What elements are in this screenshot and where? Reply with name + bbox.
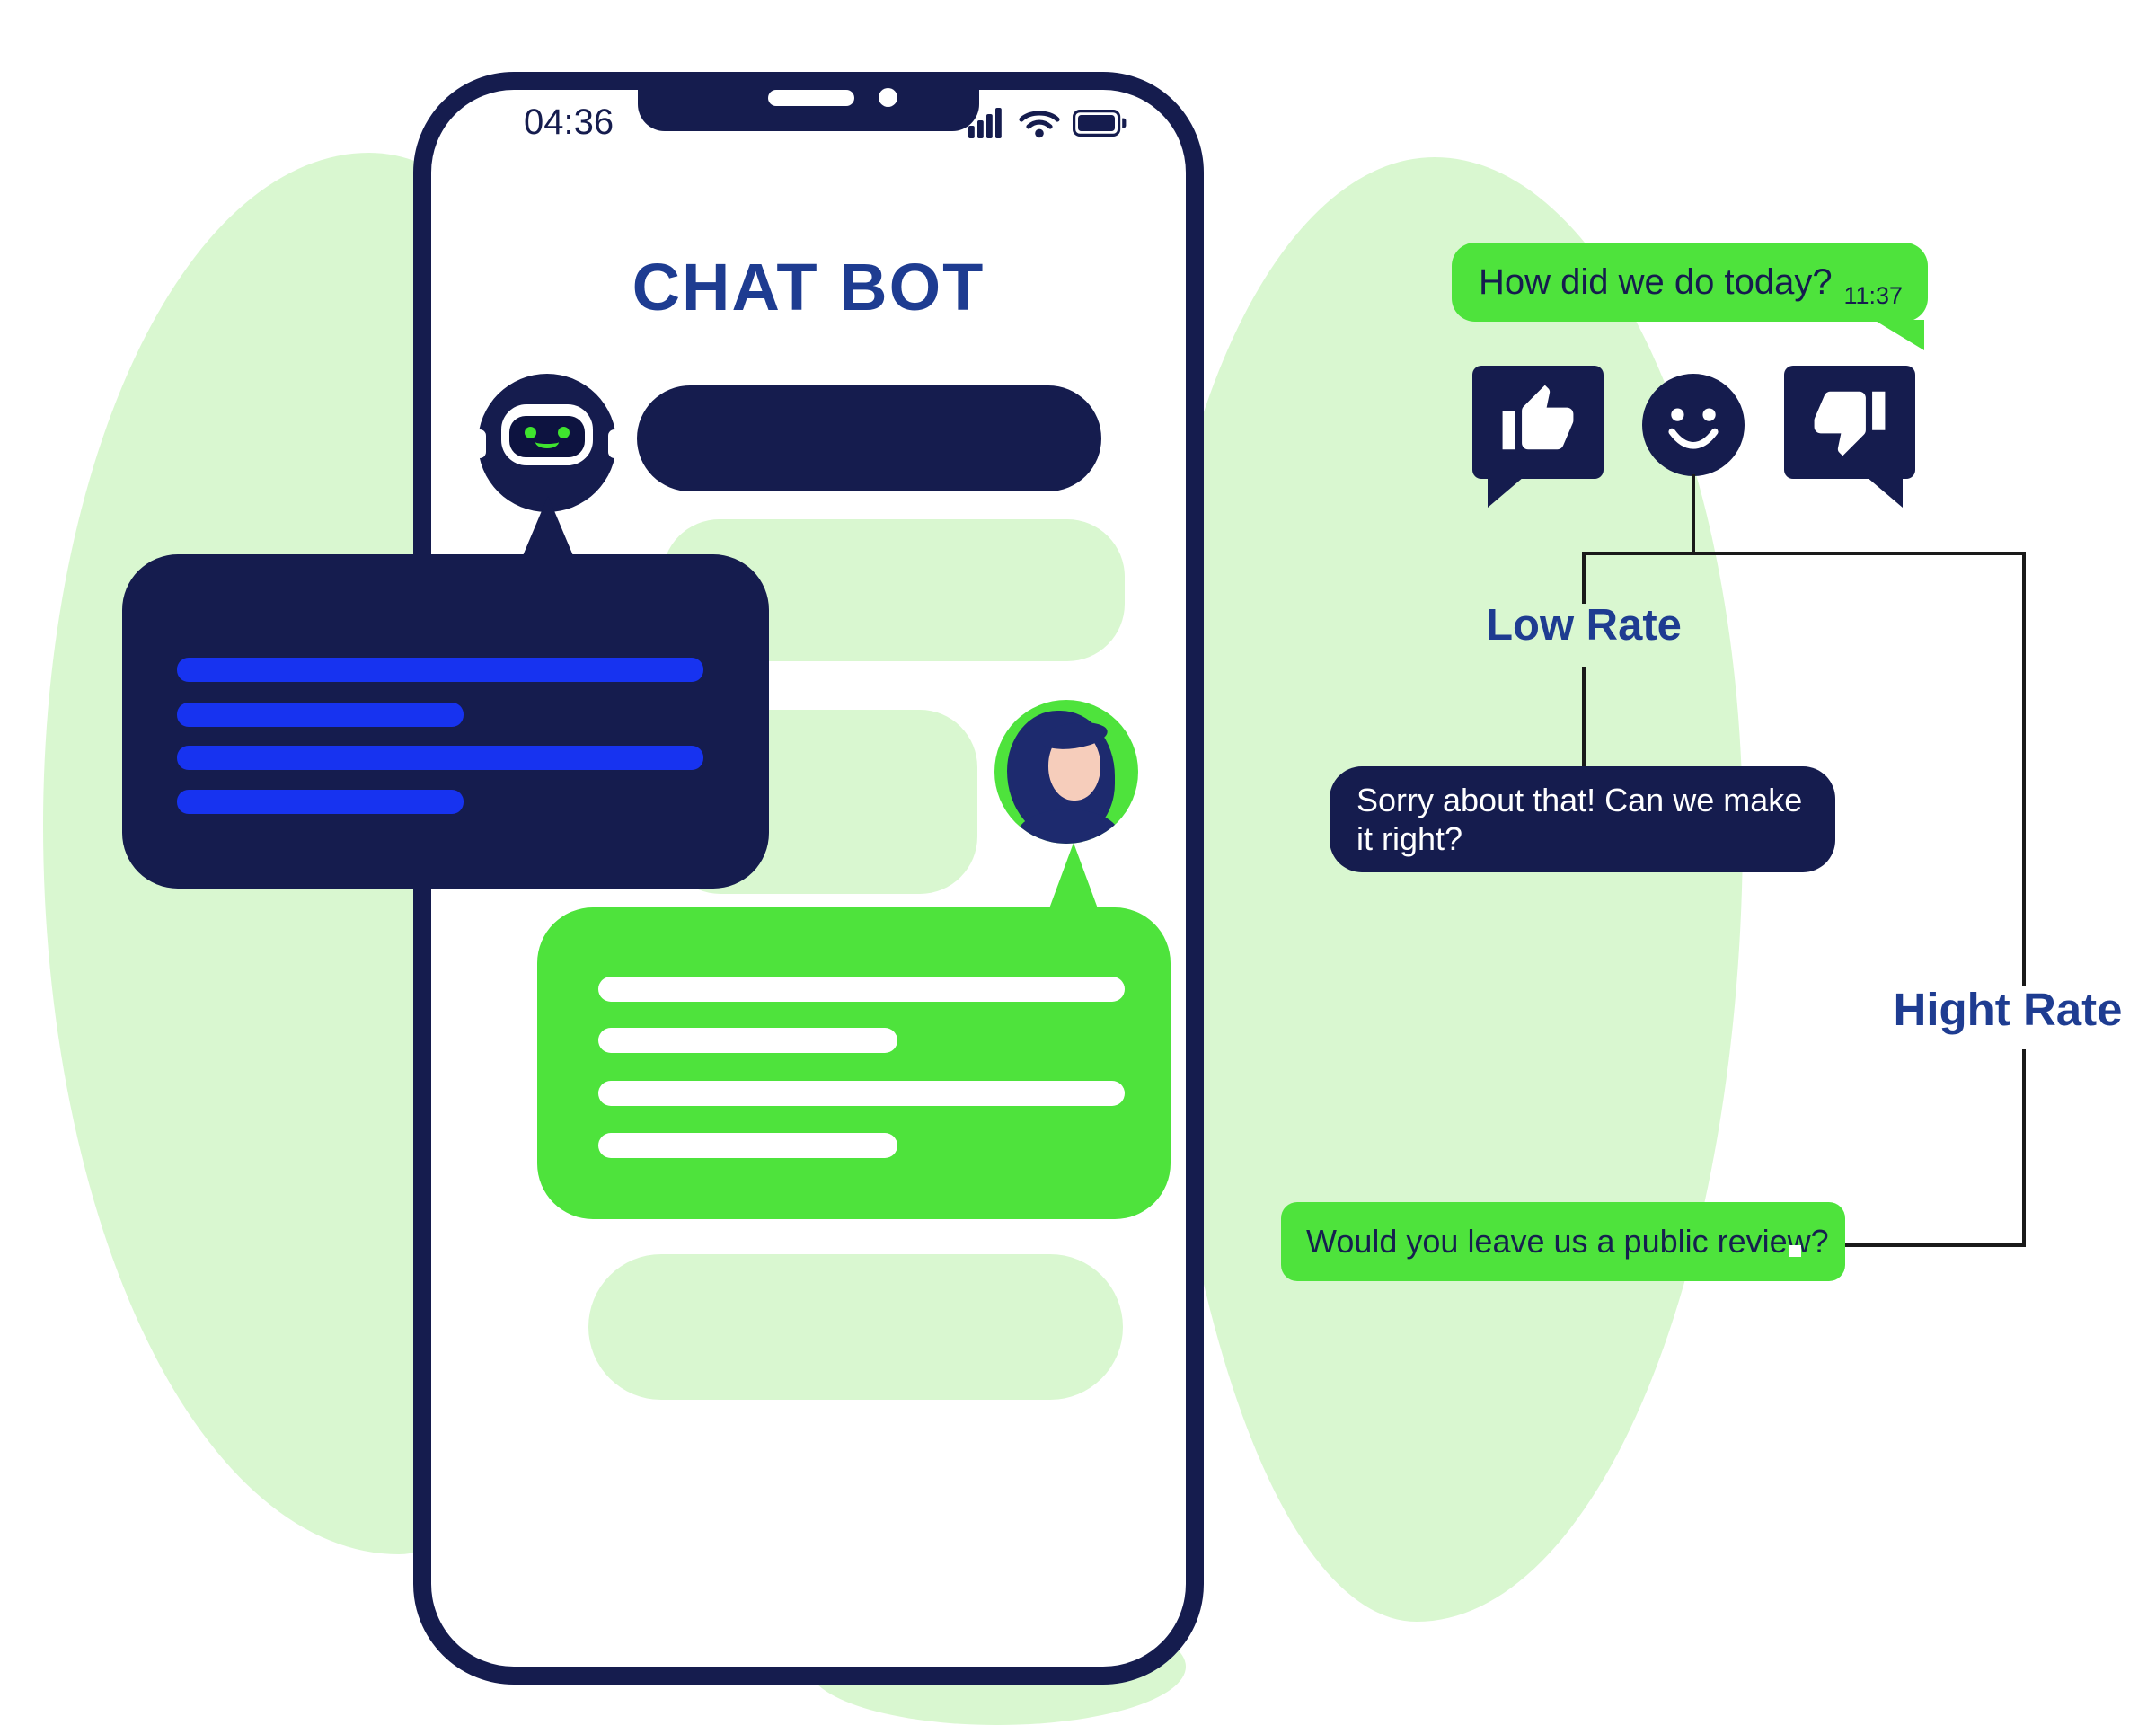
smiley-icon [1642,374,1745,480]
robot-smile [535,436,559,448]
text-line-placeholder [177,790,464,814]
thumbs-up-button[interactable] [1472,366,1604,479]
connector-line [2022,552,2026,986]
connector-line [1582,552,2026,555]
text-line-placeholder [598,1028,897,1053]
text-line-placeholder [177,658,703,682]
bot-message-placeholder [637,385,1101,491]
chat-bot-title: CHAT BOT [632,250,985,324]
phone-frame: 04:36 [413,72,1204,1685]
text-line-placeholder [177,746,703,770]
battery-icon [1073,110,1127,141]
low-rate-label: Low Rate [1486,601,1682,650]
notch [638,72,979,131]
robot-visor [501,404,593,465]
status-time: 04:36 [524,102,614,142]
robot-face-screen [509,416,585,457]
robot-eye-left [525,427,536,438]
connector-line [2022,1049,2026,1245]
low-rate-response-text: Sorry about that! Can we make it right? [1356,781,1803,857]
low-rate-response-bubble: Sorry about that! Can we make it right? [1330,766,1835,872]
status-icons [968,108,1127,143]
high-rate-response-bubble: Would you leave us a public review? [1281,1202,1845,1281]
connector-line [1692,474,1695,555]
thumbs-down-icon [1811,382,1888,464]
text-line-placeholder [598,977,1125,1002]
camera-icon [879,88,897,107]
user-shoulders [1018,809,1118,844]
robot-ear-left [473,429,486,458]
question-timestamp: 11:37 [1843,282,1903,309]
robot-avatar [473,374,621,512]
question-text: How did we do today? [1479,262,1833,302]
user-avatar [994,700,1138,844]
background-blob-right [1150,157,1743,1622]
speaker-grill-icon [768,90,854,106]
question-bubble-tail [1874,320,1924,350]
robot-eye-right [558,427,570,438]
high-rate-label: Hight Rate [1893,984,2123,1035]
bot-message-bubble [122,554,769,889]
robot-ear-right [608,429,621,458]
connector-line [1845,1243,2026,1247]
message-placeholder [588,1254,1123,1400]
question-bubble: How did we do today? 11:37 [1452,243,1928,322]
thumbs-down-button[interactable] [1784,366,1915,479]
thumbs-down-bubble-tail [1867,477,1903,508]
wifi-icon [1019,108,1060,143]
connector-line [1582,667,1586,767]
white-square-marker [1789,1245,1801,1257]
text-line-placeholder [598,1081,1125,1106]
signal-icon [968,108,1006,143]
high-rate-response-text: Would you leave us a public review? [1306,1223,1829,1260]
text-line-placeholder [598,1133,897,1158]
thumbs-up-icon [1499,382,1577,464]
user-message-bubble [537,907,1171,1219]
smiley-button[interactable] [1642,374,1745,476]
connector-line [1582,552,1586,604]
text-line-placeholder [177,703,464,727]
